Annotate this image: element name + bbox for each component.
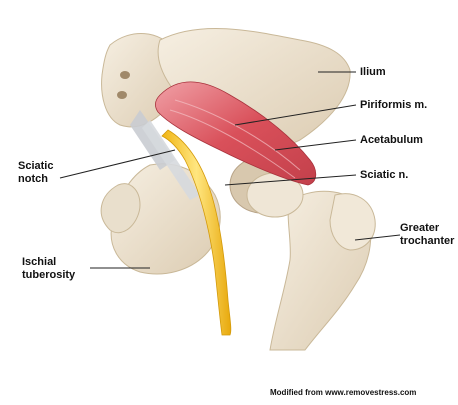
- acetabulum-label: Acetabulum: [360, 134, 423, 147]
- greater-trochanter-label: Greater trochanter: [400, 222, 454, 248]
- sciatic-nerve-label: Sciatic n.: [360, 169, 408, 182]
- ilium-label: Ilium: [360, 66, 386, 79]
- ischial-tuberosity-label: Ischial tuberosity: [22, 256, 75, 282]
- piriformis-label: Piriformis m.: [360, 99, 427, 112]
- source-credit: Modified from www.removestress.com: [270, 388, 416, 397]
- greater-trochanter-bump: [330, 194, 375, 250]
- sciatic-notch-label: Sciatic notch: [18, 160, 53, 186]
